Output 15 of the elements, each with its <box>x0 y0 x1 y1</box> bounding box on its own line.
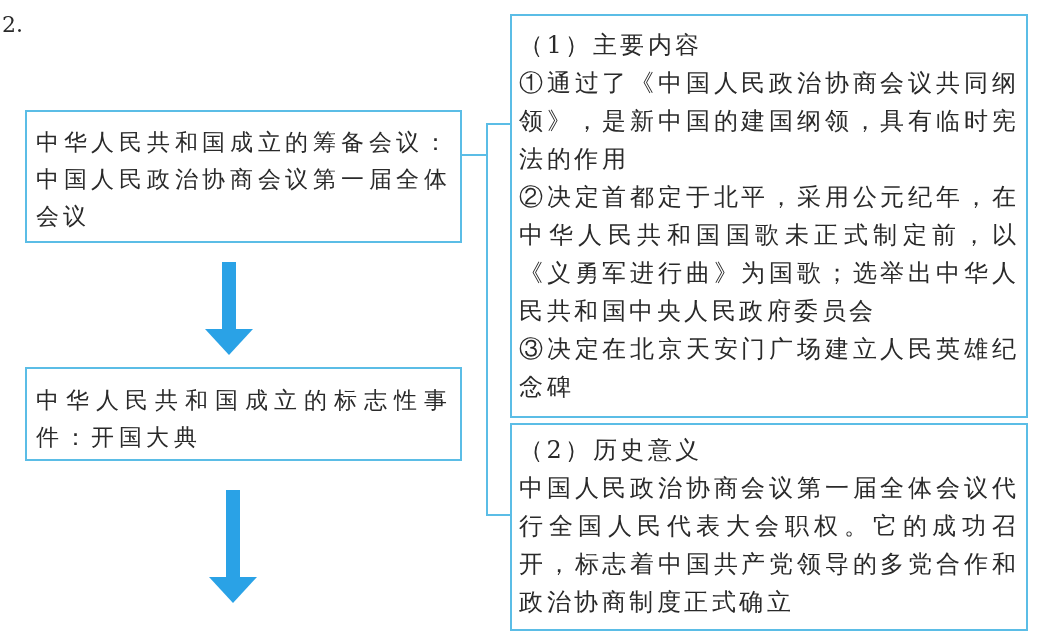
info-panel <box>510 423 1028 631</box>
question-number: 2. <box>2 12 23 38</box>
body-text: 中华人民共和国成立的标志性事件：开国大典 <box>36 386 451 452</box>
block-arrow <box>209 490 257 603</box>
section-heading: （1）主要内容 <box>519 30 704 61</box>
body-text: ②决定首都定于北平，采用公元纪年，在中华人民共和国国歌未正式制定前，以《义勇军进行曲》为国歌；选举出中华人民共和国中央人民政府委员会 <box>519 182 1019 327</box>
body-text: 中华人民共和国成立的筹备会议：中国人民政治协商会议第一届全体会议 <box>36 128 451 231</box>
info-panel <box>510 14 1028 418</box>
info-panel <box>25 110 462 243</box>
body-text: 中国人民政治协商会议第一届全体会议代行全国人民代表大会职权。它的成功召开，标志着中国共产党领导的多党合作和政治协商制度正式确立 <box>519 473 1019 618</box>
block-arrow <box>205 262 253 355</box>
section-heading: （2）历史意义 <box>519 435 704 466</box>
body-text: ①通过了《中国人民政治协商会议共同纲领》，是新中国的建国纲领，具有临时宪法的作用 <box>519 68 1019 175</box>
info-panel <box>25 367 462 461</box>
body-text: ③决定在北京天安门广场建立人民英雄纪念碑 <box>519 334 1019 403</box>
